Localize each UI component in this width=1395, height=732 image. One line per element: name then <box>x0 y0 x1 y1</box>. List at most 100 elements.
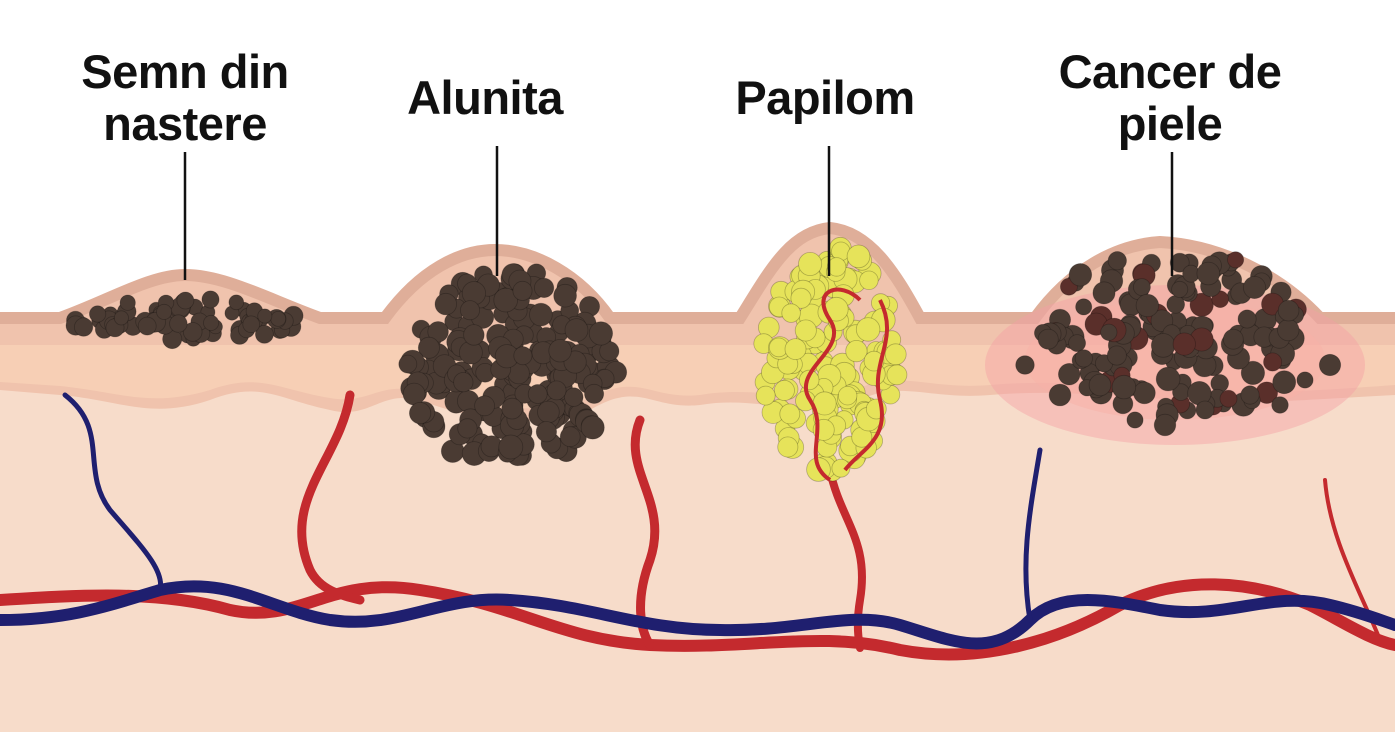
label-mole: Alunita <box>370 72 600 124</box>
vein-branch-1 <box>62 392 164 593</box>
cancer-cell <box>1150 333 1176 358</box>
mole-cell <box>537 400 560 424</box>
cancer-cell <box>1166 295 1185 314</box>
birthmark-cell <box>228 294 245 311</box>
mole-cell <box>584 383 605 404</box>
label-cancer-line1: Cancer de <box>1058 45 1282 98</box>
cancer-cell <box>1074 349 1093 368</box>
label-birthmark-line1: Semn din <box>81 45 289 98</box>
birthmark-cell <box>270 310 287 327</box>
cancer-cells <box>1015 251 1342 437</box>
cancer-cell-stray <box>1015 355 1035 375</box>
label-papilloma-line1: Papilom <box>735 71 915 124</box>
label-mole-line1: Alunita <box>407 71 563 124</box>
cancer-cell-stray <box>1153 413 1177 437</box>
cancer-cell <box>1277 318 1300 342</box>
mole-cell <box>548 339 572 363</box>
papilloma-capillary-1 <box>803 287 862 482</box>
mole-cell <box>513 346 533 366</box>
cancer-cell <box>1196 261 1221 286</box>
papilloma-cell <box>773 379 795 401</box>
cancer-cell <box>1243 275 1267 299</box>
birthmark-cell <box>169 314 188 333</box>
cancer-cell <box>1171 280 1189 298</box>
papilloma-cell <box>779 403 801 425</box>
mole-cell <box>434 292 458 316</box>
birthmark-cell <box>176 291 195 310</box>
artery-main <box>0 578 1395 661</box>
mole-cell <box>408 401 432 425</box>
cancer-cell <box>1111 374 1137 400</box>
mole-cell <box>459 300 480 321</box>
cancer-cell-stray <box>1271 396 1289 414</box>
pointer-lines <box>183 146 1174 280</box>
birthmark-cell <box>137 316 157 336</box>
papilloma-cell <box>884 343 907 366</box>
label-skin-cancer: Cancer de piele <box>1020 46 1320 150</box>
cancer-cell-stray <box>1318 353 1342 377</box>
birthmark-cell <box>156 303 173 320</box>
cancer-cell-stray <box>1048 383 1072 407</box>
birthmark-cell <box>89 305 107 323</box>
papilloma-cell <box>845 339 868 363</box>
birthmark-cell <box>257 308 273 324</box>
cancer-cell <box>1100 323 1118 341</box>
mole-cell <box>493 287 519 313</box>
papilloma-cell <box>790 287 812 309</box>
cancer-cell <box>1133 278 1151 297</box>
label-birthmark-line2: nastere <box>103 97 267 150</box>
mole-cell <box>535 421 558 443</box>
birthmark-cell <box>254 324 274 344</box>
cancer-cell-stray <box>1296 371 1314 389</box>
papilloma-cell <box>831 458 851 478</box>
cancer-cell-stray <box>1088 373 1112 397</box>
papilloma-cell <box>781 303 801 323</box>
cancer-cell <box>1106 345 1127 366</box>
cancer-cell <box>1277 299 1300 322</box>
vein-branch-2 <box>1023 447 1043 623</box>
mole-cell <box>474 395 496 417</box>
papilloma-cell <box>777 436 799 458</box>
papilloma-cell <box>784 338 807 361</box>
mole-cell <box>501 397 523 420</box>
papilloma-cell <box>855 317 881 342</box>
birthmark-cells <box>65 290 304 350</box>
cancer-cell <box>1135 293 1160 318</box>
cancer-cell-stray <box>1240 385 1260 405</box>
birthmark-cell <box>203 314 220 331</box>
mole-cell <box>588 321 614 346</box>
cancer-cell <box>1037 328 1059 350</box>
papilloma-capillary-2 <box>843 299 890 472</box>
blood-vessels <box>0 390 1395 661</box>
mole-cell <box>564 387 584 407</box>
birthmark-cell <box>182 322 203 342</box>
cancer-cell <box>1222 328 1244 350</box>
cancer-cell <box>1133 381 1156 405</box>
birthmark-cell <box>74 317 94 337</box>
birthmark-cell <box>242 315 261 334</box>
mole-cell <box>559 426 581 448</box>
mole-cell <box>533 277 555 298</box>
skin-surface-rim <box>0 221 1395 324</box>
cancer-cell <box>1068 334 1086 353</box>
cancer-cell <box>1219 389 1238 408</box>
papilloma-cell <box>837 386 858 406</box>
mole-cell <box>402 382 426 406</box>
cancer-cell <box>1169 252 1190 273</box>
mole-cell <box>398 354 418 374</box>
mole-cell <box>457 418 478 439</box>
vein-main <box>0 580 1395 650</box>
cancer-cell-stray <box>1195 400 1215 420</box>
cancer-cell <box>1263 352 1283 372</box>
mole-cell <box>427 321 449 343</box>
label-papilloma: Papilom <box>700 72 950 124</box>
mole-cell <box>529 302 553 327</box>
mole-cell <box>498 434 524 460</box>
cancer-cell <box>1092 281 1116 305</box>
label-birthmark: Semn din nastere <box>55 46 315 150</box>
mole-cell <box>527 384 548 404</box>
papilloma-cell <box>859 270 879 291</box>
artery-branch-1 <box>297 390 365 605</box>
